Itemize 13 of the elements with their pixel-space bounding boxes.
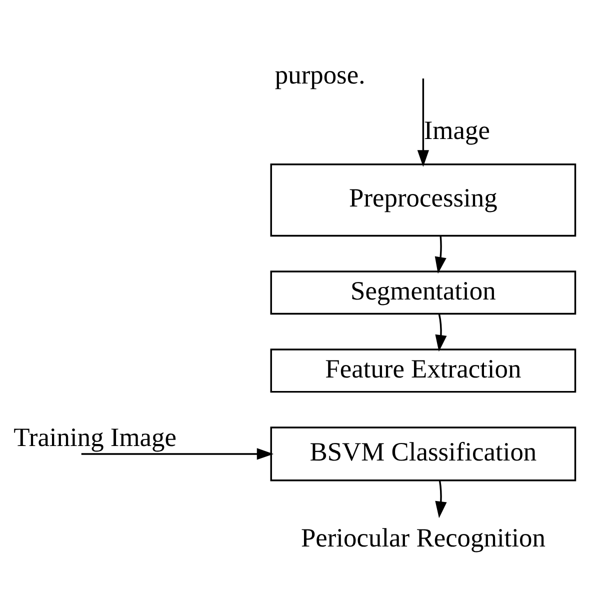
arrow	[81, 448, 274, 460]
edge-label: Image	[424, 114, 490, 145]
node-text: Periocular Recognition	[300, 522, 546, 552]
label: purpose.	[274, 59, 366, 90]
edge-label: Training Image	[14, 422, 176, 452]
node-box: Preprocessing	[270, 163, 576, 236]
arrow	[417, 78, 430, 166]
arrow	[434, 235, 446, 274]
node-box: Segmentation	[270, 270, 576, 314]
node-box: Feature Extraction	[270, 348, 576, 392]
node-box: BSVM Classification	[270, 426, 576, 481]
arrow	[435, 480, 447, 518]
arrow	[435, 313, 447, 352]
